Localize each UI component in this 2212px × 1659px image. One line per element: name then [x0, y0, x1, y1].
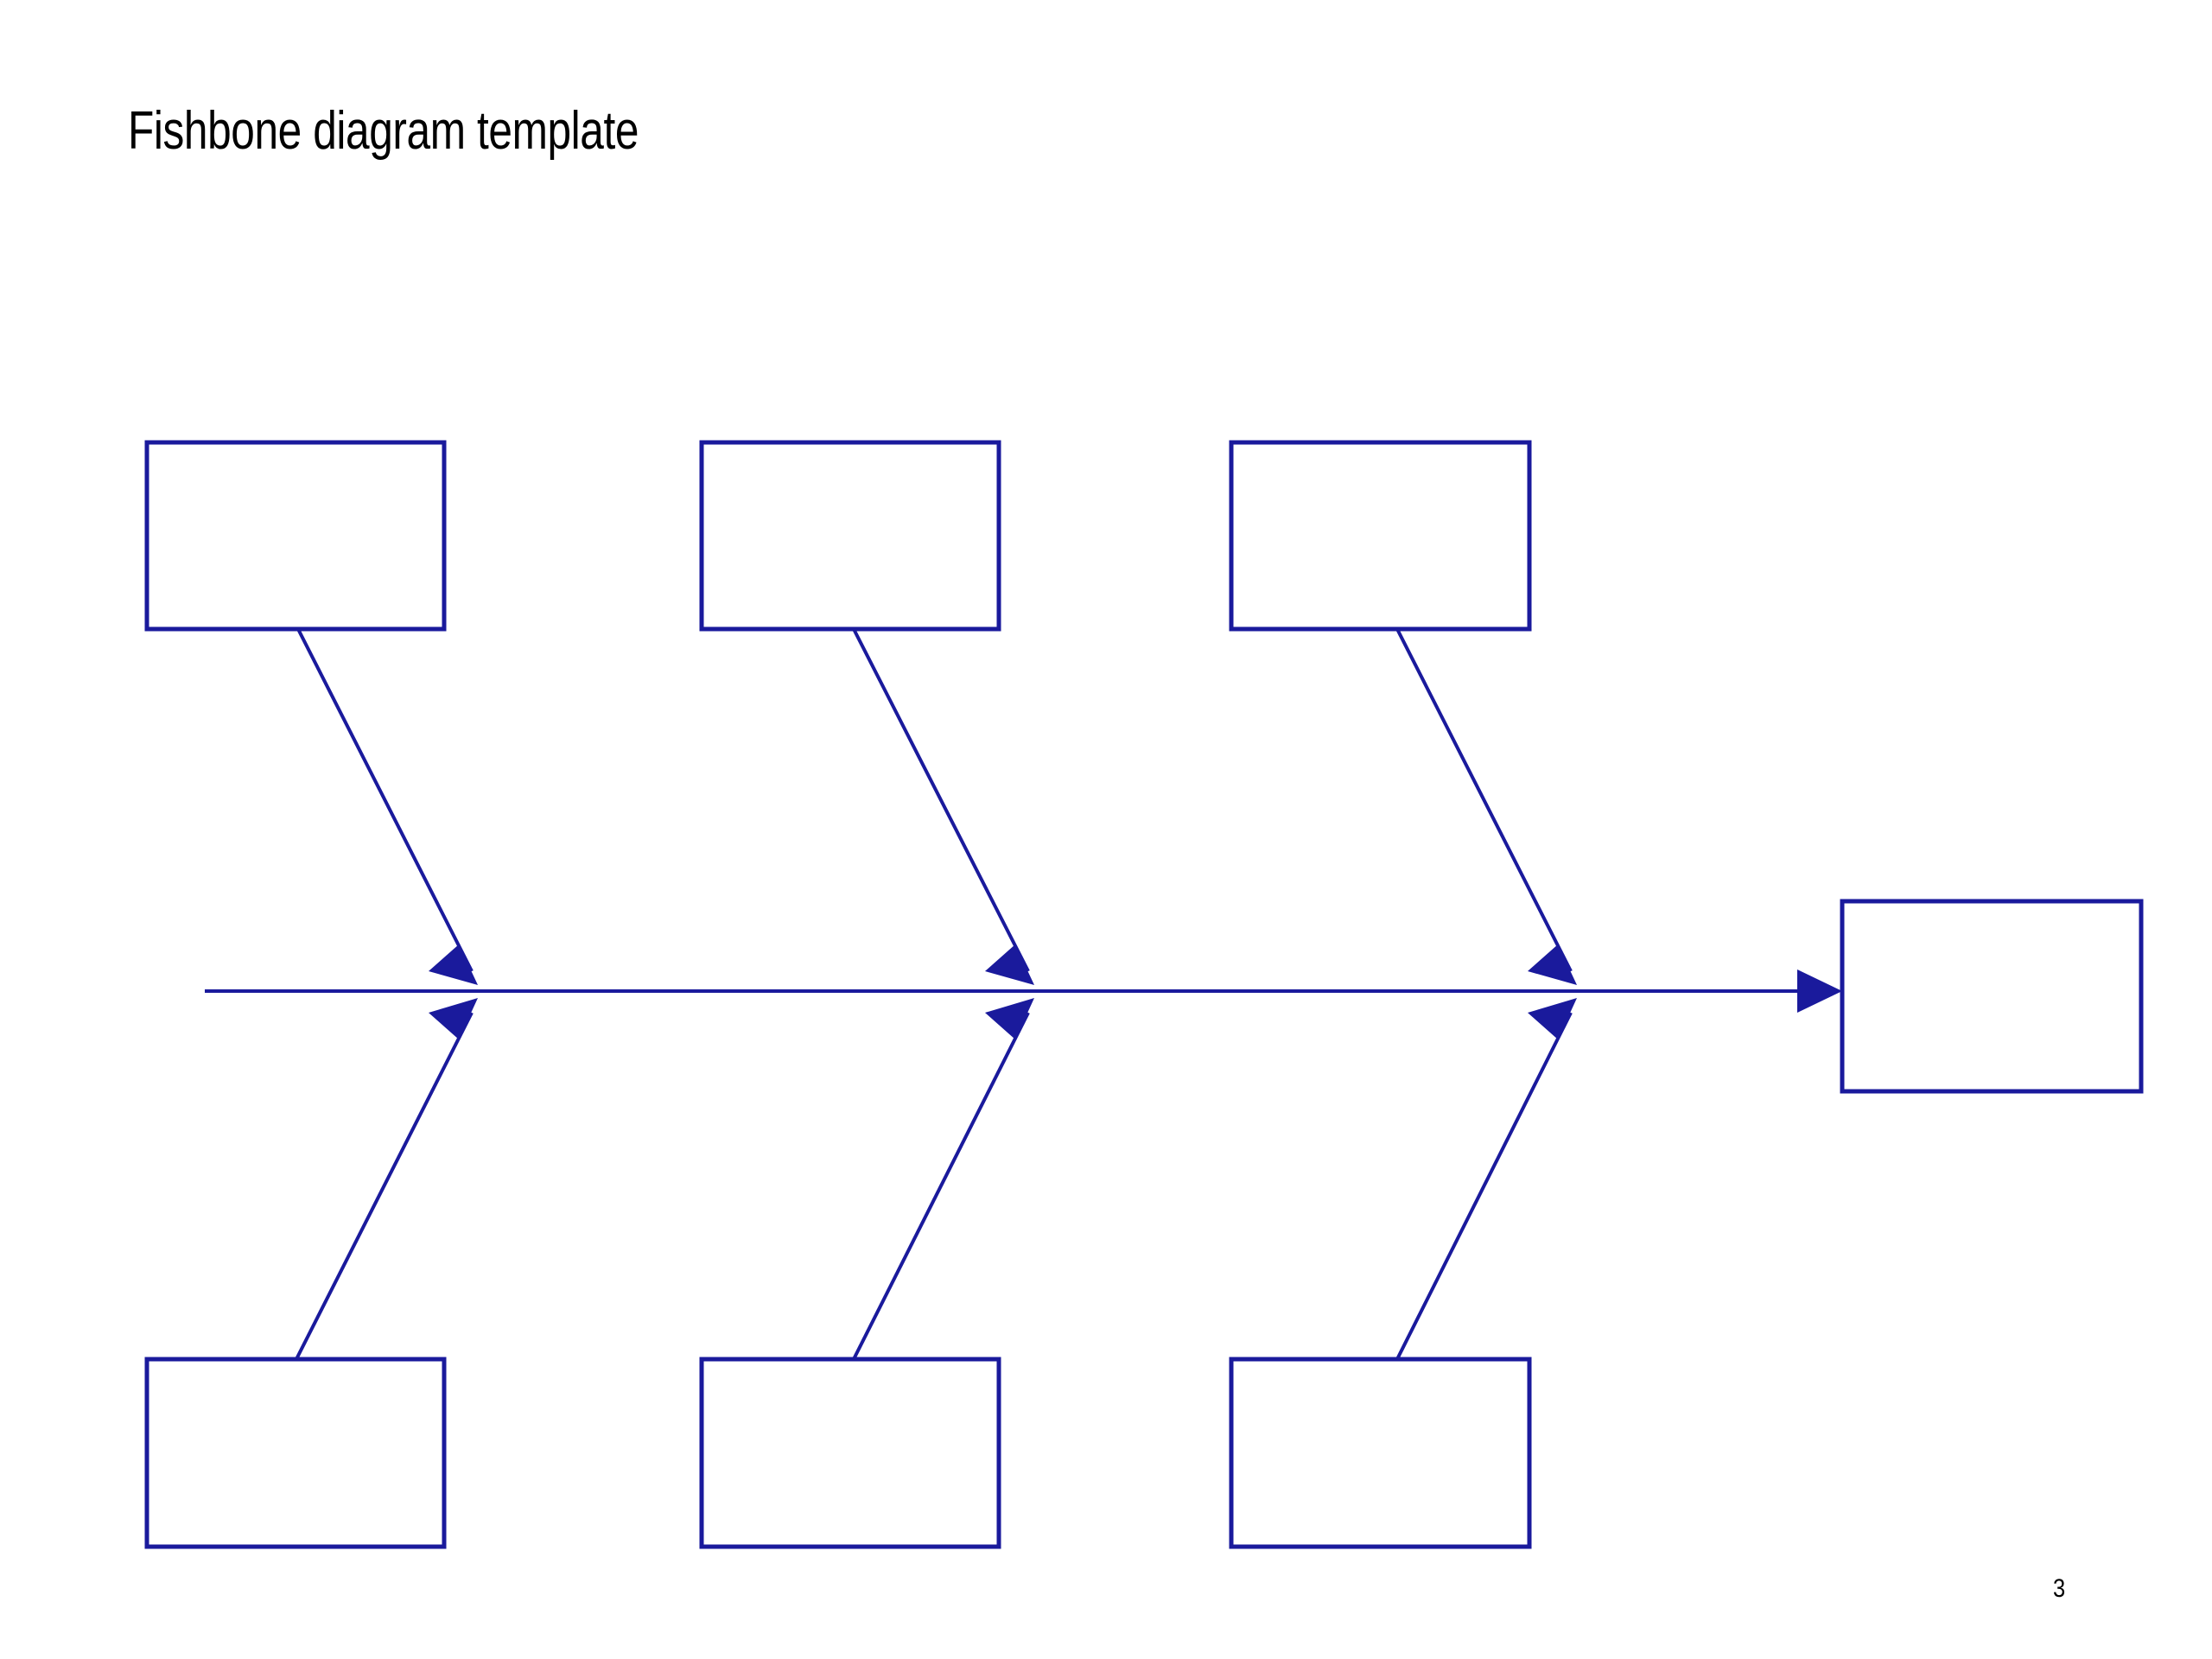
cause-box-top-2-label-area[interactable]: [702, 442, 999, 629]
rib-bottom-2-line: [852, 1012, 1030, 1360]
rib-top-2-group: [852, 628, 1034, 985]
cause-box-bottom-2[interactable]: [699, 1357, 1001, 1549]
cause-box-top-3[interactable]: [1229, 440, 1532, 632]
page-number: 3: [2053, 1574, 2066, 1603]
rib-bottom-1-arrowhead-icon: [429, 998, 478, 1039]
cause-box-top-1[interactable]: [144, 440, 447, 632]
cause-box-top-1-label-area[interactable]: [147, 442, 444, 629]
cause-box-top-3-label-area[interactable]: [1231, 442, 1529, 629]
rib-bottom-1-line: [295, 1012, 474, 1360]
effect-box[interactable]: [1840, 899, 2144, 1094]
rib-top-2-line: [852, 628, 1030, 972]
effect-box-label-area[interactable]: [1842, 901, 2141, 1091]
rib-top-1-group: [296, 628, 478, 985]
spine-end-arrowhead-icon: [1797, 969, 1842, 1013]
cause-box-bottom-2-label-area[interactable]: [702, 1359, 999, 1547]
rib-bottom-3-arrowhead-icon: [1528, 998, 1577, 1039]
rib-bottom-3-group: [1395, 998, 1577, 1360]
cause-box-bottom-1-label-area[interactable]: [147, 1359, 444, 1547]
rib-top-3-line: [1395, 628, 1573, 972]
rib-bottom-3-line: [1395, 1012, 1573, 1360]
rib-top-1-arrowhead-icon: [429, 944, 478, 985]
rib-bottom-2-arrowhead-icon: [985, 998, 1034, 1039]
rib-bottom-2-group: [852, 998, 1034, 1360]
rib-bottom-1-group: [295, 998, 478, 1360]
cause-box-bottom-3[interactable]: [1229, 1357, 1532, 1549]
spine-group: [205, 969, 1842, 1013]
cause-box-top-2[interactable]: [699, 440, 1001, 632]
rib-top-1-line: [296, 628, 474, 972]
rib-top-2-arrowhead-icon: [985, 944, 1034, 985]
rib-top-3-group: [1395, 628, 1577, 985]
cause-box-bottom-1[interactable]: [144, 1357, 447, 1549]
cause-box-bottom-3-label-area[interactable]: [1231, 1359, 1529, 1547]
page-title: Fishbone diagram template: [128, 101, 639, 161]
rib-top-3-arrowhead-icon: [1528, 944, 1577, 985]
